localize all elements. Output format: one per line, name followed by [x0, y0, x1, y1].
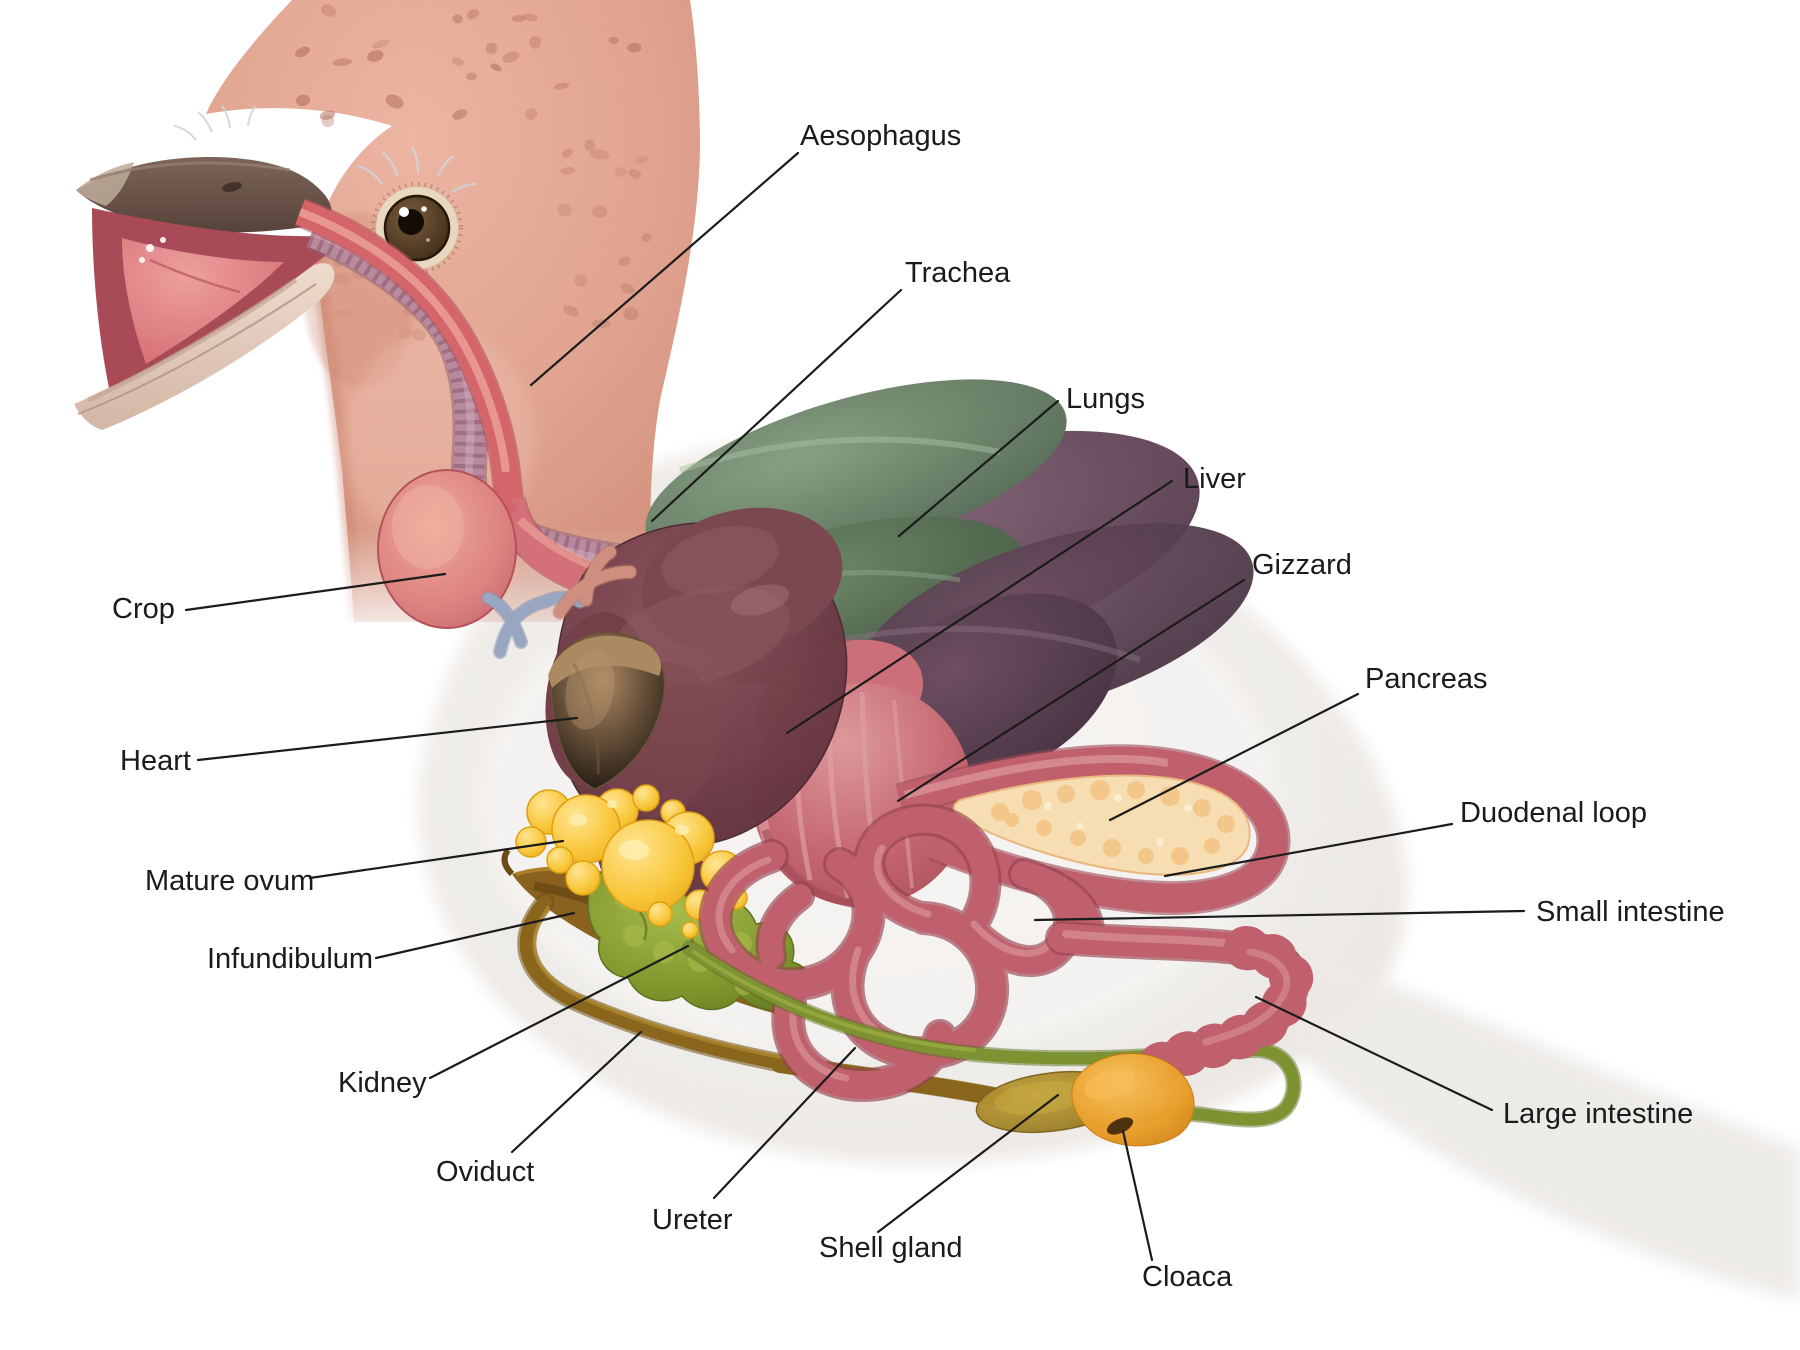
speckle [560, 167, 576, 175]
speckle [372, 39, 390, 49]
leader-line-cloaca [1121, 1129, 1154, 1262]
speckle [411, 328, 426, 342]
speckle [321, 114, 335, 128]
leader-line-aesophagus [529, 151, 800, 387]
speckle [641, 233, 652, 243]
organ-label-aesophagus: Aesophagus [800, 120, 961, 152]
speckle [584, 139, 596, 151]
leader-line-kidney [428, 944, 690, 1080]
speckle [385, 94, 404, 109]
leader-line-infundibulum [374, 911, 576, 960]
leader-line-crop [184, 572, 447, 612]
organ-label-duodenal-loop: Duodenal loop [1460, 797, 1647, 829]
pancreas-highlights [1044, 794, 1192, 846]
vent [1106, 1117, 1134, 1135]
speckle [398, 326, 413, 339]
speckle [511, 15, 526, 22]
speckle [608, 36, 619, 44]
speckle [333, 273, 352, 285]
organ-label-lungs: Lungs [1066, 383, 1145, 415]
speckle [452, 14, 463, 24]
speckle [557, 203, 572, 217]
organ-label-shell-gland: Shell gland [819, 1232, 963, 1264]
organ-label-trachea: Trachea [905, 257, 1011, 289]
cloaca [1071, 1053, 1195, 1147]
nostril [222, 182, 242, 192]
speckle [614, 167, 627, 177]
speckle [321, 4, 337, 17]
speckle [333, 309, 352, 316]
leader-line-trachea [650, 288, 903, 523]
speckle [591, 205, 608, 218]
organ-label-liver: Liver [1183, 463, 1246, 495]
organ-label-oviduct: Oviduct [436, 1156, 534, 1188]
speckle [634, 156, 648, 164]
heart [548, 632, 666, 790]
speckle [627, 42, 642, 53]
organ-label-crop: Crop [112, 593, 175, 625]
speckle [525, 108, 538, 121]
leader-line-pancreas [1108, 692, 1360, 822]
leader-line-small-intestine [1033, 909, 1526, 922]
speckle [589, 149, 610, 160]
speckle [490, 63, 502, 72]
speckle [628, 168, 642, 179]
leader-line-large-intestine [1254, 995, 1494, 1112]
speckle [485, 42, 498, 55]
organ-label-infundibulum: Infundibulum [207, 943, 373, 975]
speckle [319, 110, 336, 120]
speckle [451, 57, 464, 66]
speckle [562, 305, 579, 317]
organ-label-cloaca: Cloaca [1142, 1261, 1233, 1293]
speckle [561, 148, 574, 158]
tail-silhouette [1274, 952, 1800, 1300]
speckle [529, 35, 542, 49]
upper-beak [76, 157, 332, 233]
large-intestine [1045, 921, 1314, 1100]
leader-line-liver [785, 479, 1174, 735]
leader-line-heart [196, 716, 579, 762]
leader-line-gizzard [896, 578, 1246, 803]
speckle [623, 307, 639, 321]
organ-label-small-intestine: Small intestine [1536, 896, 1725, 928]
organ-label-pancreas: Pancreas [1365, 663, 1488, 695]
feather-speckles [295, 4, 652, 342]
leader-line-shell-gland [876, 1093, 1060, 1234]
organ-label-mature-ovum: Mature ovum [145, 865, 314, 897]
speckle [466, 72, 478, 81]
speckle [620, 283, 635, 294]
speckle [452, 109, 468, 120]
speckle [574, 274, 588, 287]
blood-vessels [481, 544, 638, 659]
labels-layer: AesophagusTracheaLungsLiverGizzardPancre… [112, 120, 1725, 1293]
tongue [122, 238, 284, 364]
organ-label-ureter: Ureter [652, 1204, 733, 1236]
leader-line-lungs [897, 399, 1060, 538]
speckle [522, 13, 538, 22]
organ-label-heart: Heart [120, 745, 191, 777]
pancreas-texture [991, 780, 1235, 865]
speckle [466, 9, 480, 20]
organ-label-large-intestine: Large intestine [1503, 1098, 1693, 1130]
speckle [618, 256, 631, 267]
organ-label-gizzard: Gizzard [1252, 549, 1352, 581]
speckle [295, 46, 310, 58]
speckle [502, 51, 520, 63]
leader-line-mature-ovum [308, 839, 565, 880]
leader-line-ureter [712, 1046, 857, 1200]
speckle [367, 50, 384, 62]
speckle [553, 82, 570, 90]
leader-line-oviduct [510, 1030, 643, 1154]
speckle [332, 58, 353, 66]
small-intestine [698, 803, 1106, 1102]
organ-label-kidney: Kidney [338, 1067, 427, 1099]
leader-line-duodenal-loop [1163, 822, 1454, 878]
eyelash-feathers [173, 105, 477, 193]
speckle [295, 94, 311, 106]
